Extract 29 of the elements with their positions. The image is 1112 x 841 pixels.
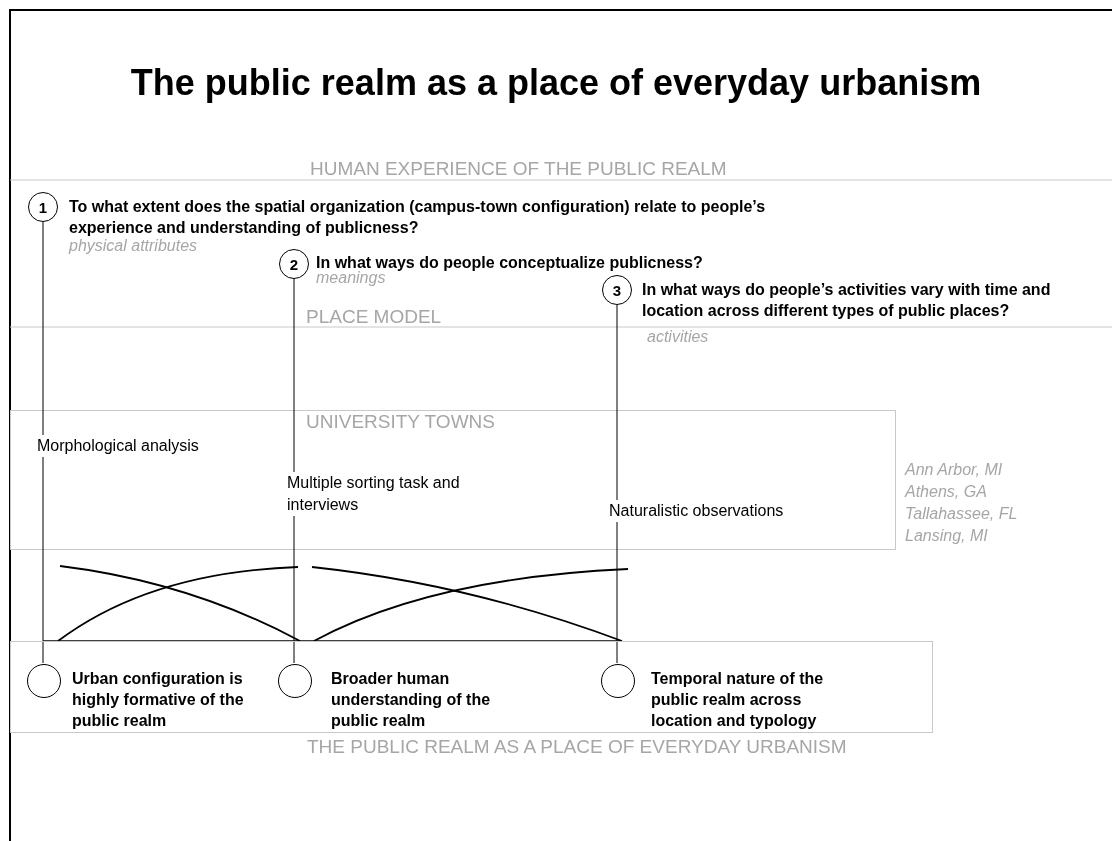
place-name: Tallahassee, FL xyxy=(905,505,1018,523)
empty-circle xyxy=(601,664,635,698)
connector-line xyxy=(616,304,618,664)
empty-circle xyxy=(27,664,61,698)
number-circle: 2 xyxy=(279,249,309,279)
place-name: Lansing, MI xyxy=(905,527,988,545)
finding-text: Temporal nature of the public realm across location and typology xyxy=(651,669,825,731)
edge-label: Naturalistic observations xyxy=(609,500,784,522)
category-label: activities xyxy=(647,328,710,346)
category-label: meanings xyxy=(316,269,386,287)
place-name: Athens, GA xyxy=(905,483,987,501)
finding-text: Broader human understanding of the public realm xyxy=(331,669,492,731)
place-name: Ann Arbor, MI xyxy=(905,461,1003,479)
title: The public realm as a place of everyday urbanism xyxy=(129,62,983,104)
question-text: To what extent does the spatial organization (campus-town configuration) relate to people’s experience and understanding of publicness? xyxy=(69,197,767,238)
question-text: In what ways do people conceptualize publicness? xyxy=(316,253,704,271)
edge-label: Morphological analysis xyxy=(37,435,199,457)
question-text: In what ways do people’s activities vary with time and location across different types of public places? xyxy=(642,280,1052,321)
connector-line xyxy=(293,278,295,664)
number-circle: 3 xyxy=(602,275,632,305)
band-heading: HUMAN EXPERIENCE OF THE PUBLIC REALM xyxy=(310,158,727,180)
connector-line xyxy=(42,221,44,664)
band-heading: UNIVERSITY TOWNS xyxy=(306,411,495,433)
category-label: physical attributes xyxy=(69,237,199,255)
number-circle: 1 xyxy=(28,192,58,222)
group-heading: THE PUBLIC REALM AS A PLACE OF EVERYDAY URBANISM xyxy=(307,736,847,758)
finding-text: Urban configuration is highly formative of the public realm xyxy=(72,669,245,731)
empty-circle xyxy=(278,664,312,698)
band-heading: PLACE MODEL xyxy=(306,306,442,328)
